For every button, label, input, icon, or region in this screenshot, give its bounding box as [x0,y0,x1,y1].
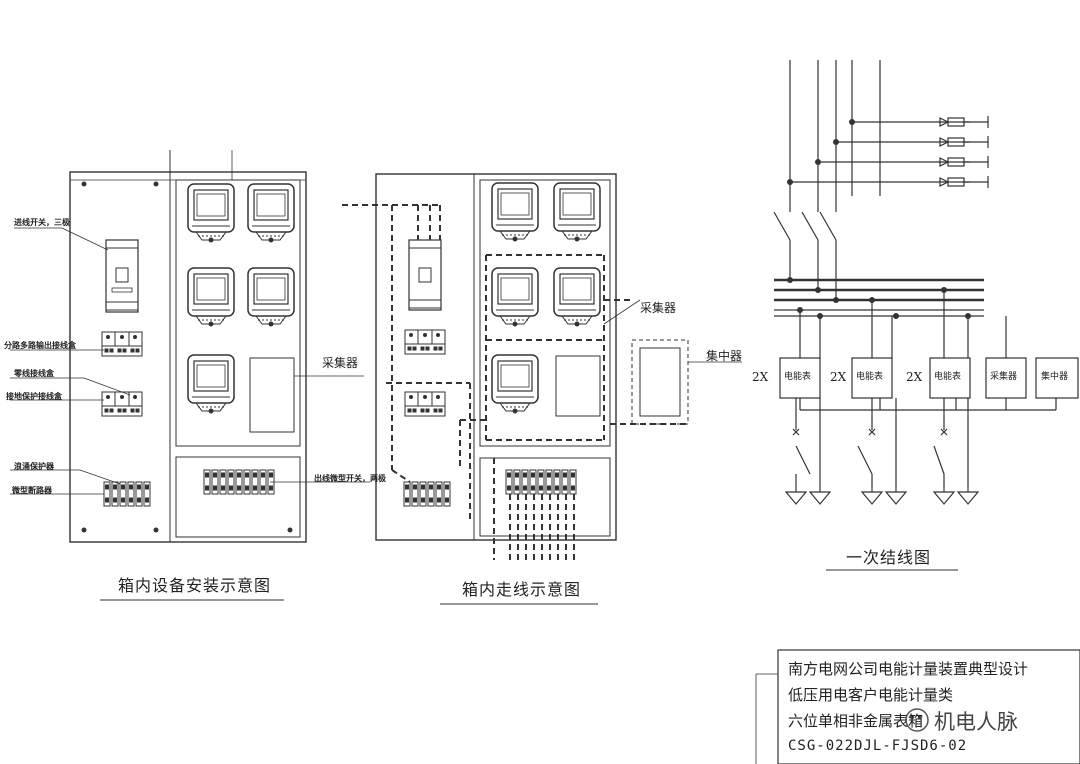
label-ground-box: 接地保护接线盒 [6,391,62,401]
meter-label-3: 电能表 [934,372,962,382]
title-block-code: CSG-022DJL-FJSD6-02 [788,738,968,754]
left-panel-title: 箱内设备安装示意图 [118,576,272,595]
middle-panel-title: 箱内走线示意图 [462,580,582,599]
concentrator-box-label: 集中器 [1041,372,1069,382]
right-panel [755,60,1080,764]
label-breaker: 微型断路器 [12,485,52,495]
meter-multiplier-3: 2X [906,370,923,384]
meter-label-2: 电能表 [856,372,884,382]
collector-box-label: 采集器 [990,372,1018,382]
label-multi-output-box: 分路多路输出接线盒 [4,340,76,350]
meter-label-1: 电能表 [784,372,812,382]
label-surge-protector: 浪涌保护器 [14,461,54,471]
middle-panel [342,173,742,605]
right-panel-title: 一次结线图 [846,548,932,567]
label-neutral-box: 零线接线盒 [14,368,54,378]
label-concentrator-middle: 集中器 [706,349,743,363]
meter-multiplier-2: 2X [830,370,847,384]
title-block-line1: 南方电网公司电能计量装置典型设计 [788,660,1029,678]
meter-multiplier-1: 2X [752,370,769,384]
title-block-line3: 六位单相非金属表箱 [788,712,924,730]
label-outgoing-switch: 出线微型开关，两极 [314,473,386,483]
watermark-logo [905,708,929,732]
label-collector-left: 采集器 [322,356,359,370]
title-block-line2: 低压用电客户电能计量类 [788,686,954,704]
label-collector-middle: 采集器 [640,301,677,315]
left-panel [10,150,370,601]
label-incoming-switch: 进线开关，三极 [14,217,70,227]
watermark-text: 机电人脉 [934,710,1018,734]
